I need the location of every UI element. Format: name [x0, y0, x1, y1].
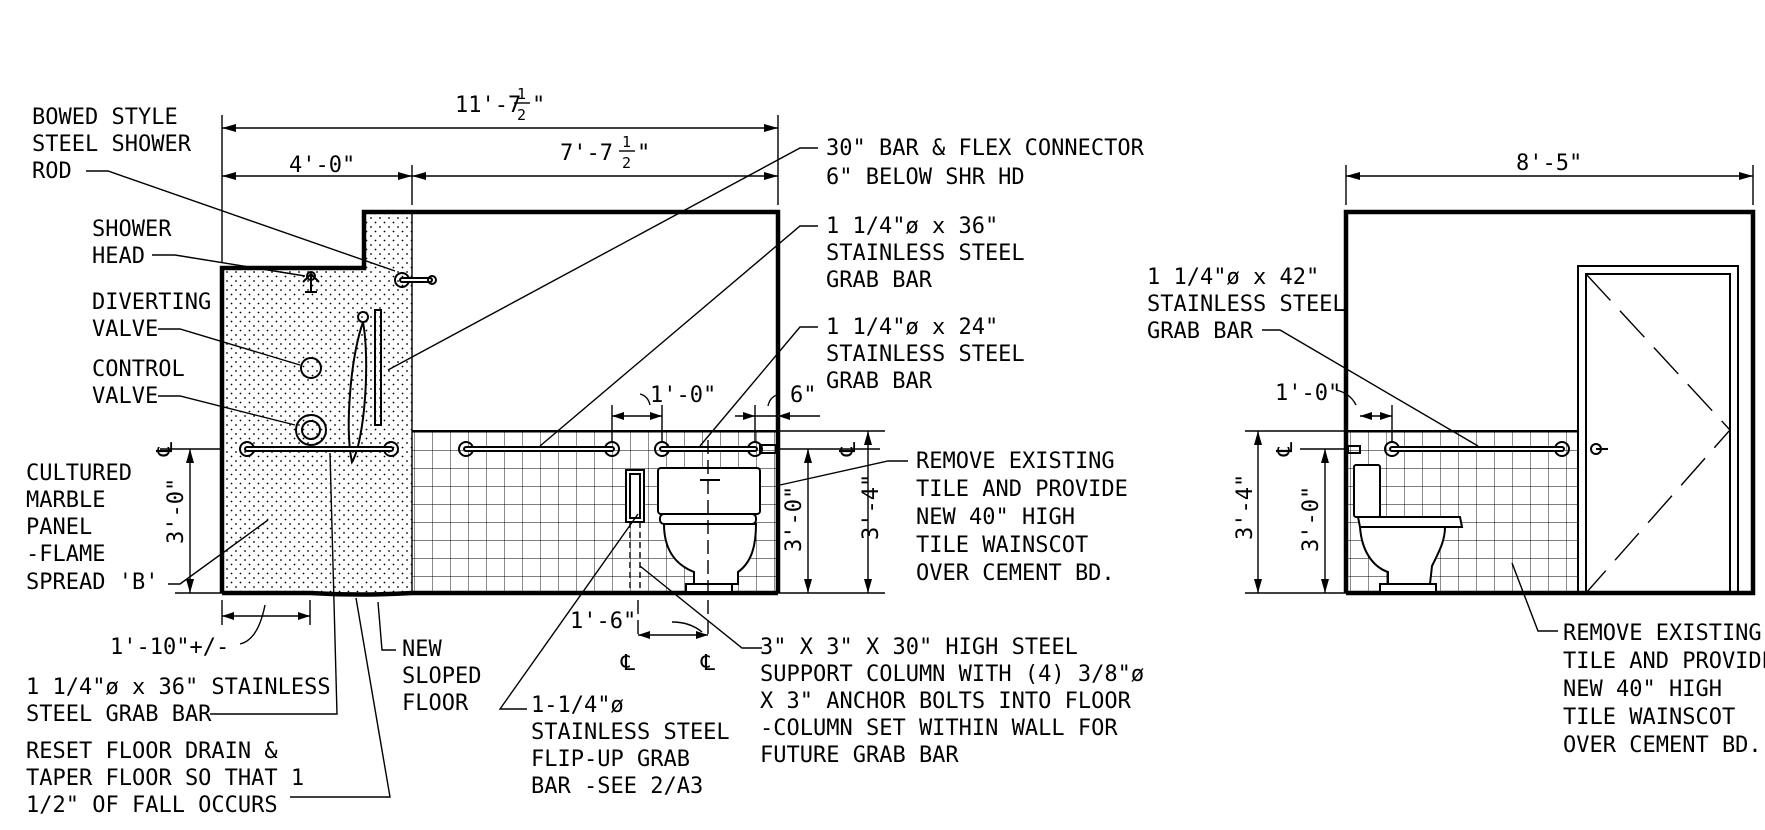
- svg-text:1: 1: [622, 133, 631, 151]
- control-valve-callout: CONTROL VALVE: [92, 357, 198, 409]
- toilet-bar-height-dim: 3'-0": [782, 486, 807, 552]
- tile-wainscot-main-callout: REMOVE EXISTING TILE AND PROVIDE NEW 40"…: [916, 449, 1141, 586]
- diverting-valve-callout: DIVERTING VALVE: [92, 290, 224, 342]
- dimension-labels: 11'-7 1 2 " 4'-0" 7'-7 1 2 " 8'-5" 1'-0"…: [110, 85, 1582, 676]
- side-bar-offset-dim: 1'-0": [1275, 381, 1341, 406]
- centerline-spacing-dim: 1'-6": [570, 609, 636, 634]
- svg-text:2: 2: [622, 154, 631, 172]
- grab-bar-36-callout: 1 1/4"ø x 36" STAINLESS STEEL GRAB BAR: [826, 214, 1038, 293]
- sloped-floor-callout: NEW SLOPED FLOOR: [402, 637, 495, 716]
- centerline-symbol: ℄: [153, 441, 178, 457]
- centerline-symbol: ℄: [620, 651, 636, 676]
- shower-width-dim: 4'-0": [289, 153, 355, 178]
- bar-spacing-1-dim: 1'-0": [650, 383, 716, 408]
- drain-offset-dim: 1'-10"+/-: [110, 635, 229, 660]
- side-width-dim: 8'-5": [1516, 151, 1582, 176]
- centerline-symbol: ℄: [836, 441, 861, 457]
- bar-spacing-6-dim: 6": [790, 383, 817, 408]
- shower-bar-height-dim: 3'-0": [164, 478, 189, 544]
- tile-wainscot-side-callout: REMOVE EXISTING TILE AND PROVIDE NEW 40"…: [1563, 621, 1765, 758]
- side-wainscot-height-dim: 3'-4": [1233, 474, 1258, 540]
- grab-bar-24-callout: 1 1/4"ø x 24" STAINLESS STEEL GRAB BAR: [826, 315, 1038, 394]
- centerline-symbol: ℄: [1273, 441, 1298, 457]
- grab-bar-42-callout: 1 1/4"ø x 42" STAINLESS STEEL GRAB BAR: [1147, 265, 1359, 344]
- side-elevation: [1245, 165, 1756, 632]
- svg-text:": ": [532, 93, 545, 118]
- flip-up-bar-callout: 1-1/4"ø STAINLESS STEEL FLIP-UP GRAB BAR…: [531, 693, 743, 799]
- shower-head-callout: SHOWER HEAD: [92, 217, 185, 269]
- svg-text:": ": [637, 141, 650, 166]
- floor-drain-callout: RESET FLOOR DRAIN & TAPER FLOOR SO THAT …: [26, 739, 317, 818]
- wainscot-height-dim: 3'-4": [859, 474, 884, 540]
- main-elevation: [160, 115, 885, 640]
- flex-connector-callout: 30" BAR & FLEX CONNECTOR 6" BELOW SHR HD: [826, 136, 1157, 190]
- toilet-room-width-dim: 7'-7: [560, 141, 613, 166]
- svg-text:2: 2: [517, 106, 526, 124]
- overall-width-dim: 11'-7: [455, 93, 521, 118]
- svg-text:1: 1: [517, 85, 526, 103]
- marble-panel-callout: CULTURED MARBLE PANEL -FLAME SPREAD 'B': [26, 461, 158, 595]
- side-bar-height-dim: 3'-0": [1299, 486, 1324, 552]
- callout-labels: BOWED STYLE STEEL SHOWER ROD SHOWER HEAD…: [26, 105, 1765, 818]
- shower-grab-bar-callout: 1 1/4"ø x 36" STAINLESS STEEL GRAB BAR: [26, 675, 344, 727]
- centerline-symbol: ℄: [700, 651, 716, 676]
- shower-rod-callout: BOWED STYLE STEEL SHOWER ROD: [32, 105, 204, 184]
- leader-lines-main: [86, 147, 908, 798]
- marble-panel: [222, 212, 412, 593]
- support-column-callout: 3" X 3" X 30" HIGH STEEL SUPPORT COLUMN …: [760, 635, 1157, 768]
